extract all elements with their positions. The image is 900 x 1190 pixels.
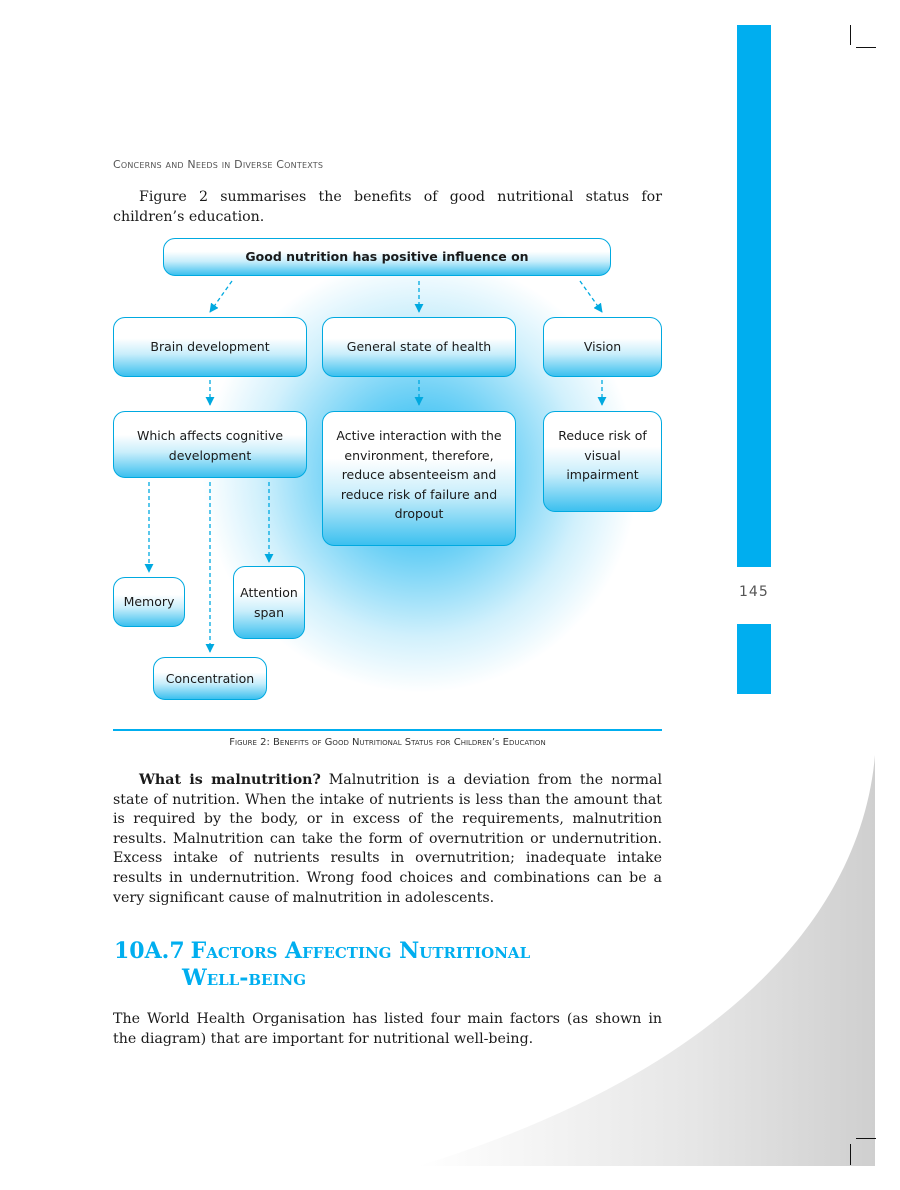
brain-development-box: Brain development [113,317,307,377]
crop-mark-top-vertical [850,25,851,45]
crop-mark-bottom-vertical [850,1144,851,1165]
malnutrition-paragraph: What is malnutrition? Malnutrition is a … [113,771,662,908]
section-title-line1: Factors Affecting Nutritional [190,938,531,964]
section-number: 10A.7 [114,938,185,964]
general-health-box: General state of health [322,317,516,377]
side-tab-top [737,25,771,567]
arrow-title-vision [579,280,603,313]
figure-rule [113,729,662,731]
vision-box: Vision [543,317,662,377]
running-head: Concerns and Needs in Diverse Contexts [113,158,324,171]
malnutrition-lead: What is malnutrition? [139,772,321,788]
visual-impairment-box: Reduce risk of visual impairment [543,411,662,512]
attention-span-box: Attention span [233,566,305,639]
diagram-title-box: Good nutrition has positive influence on [163,238,611,276]
crop-mark-bottom-horizontal [856,1138,876,1139]
cognitive-development-box: Which affects cognitive development [113,411,307,478]
concentration-box: Concentration [153,657,267,700]
side-tab-bottom [737,624,771,694]
page-number: 145 [739,584,769,600]
who-paragraph: The World Health Organisation has listed… [113,1011,662,1047]
intro-paragraph: Figure 2 summarises the benefits of good… [113,189,662,225]
memory-box: Memory [113,577,185,627]
crop-mark-top-horizontal [856,47,876,48]
arrow-title-brain [209,280,233,313]
section-title-line2: Well-being [182,965,307,991]
malnutrition-text: Malnutrition is a deviation from the nor… [113,772,662,906]
active-interaction-box: Active interaction with the environment,… [322,411,516,546]
figure-caption: Figure 2: Benefits of Good Nutritional S… [229,737,546,748]
